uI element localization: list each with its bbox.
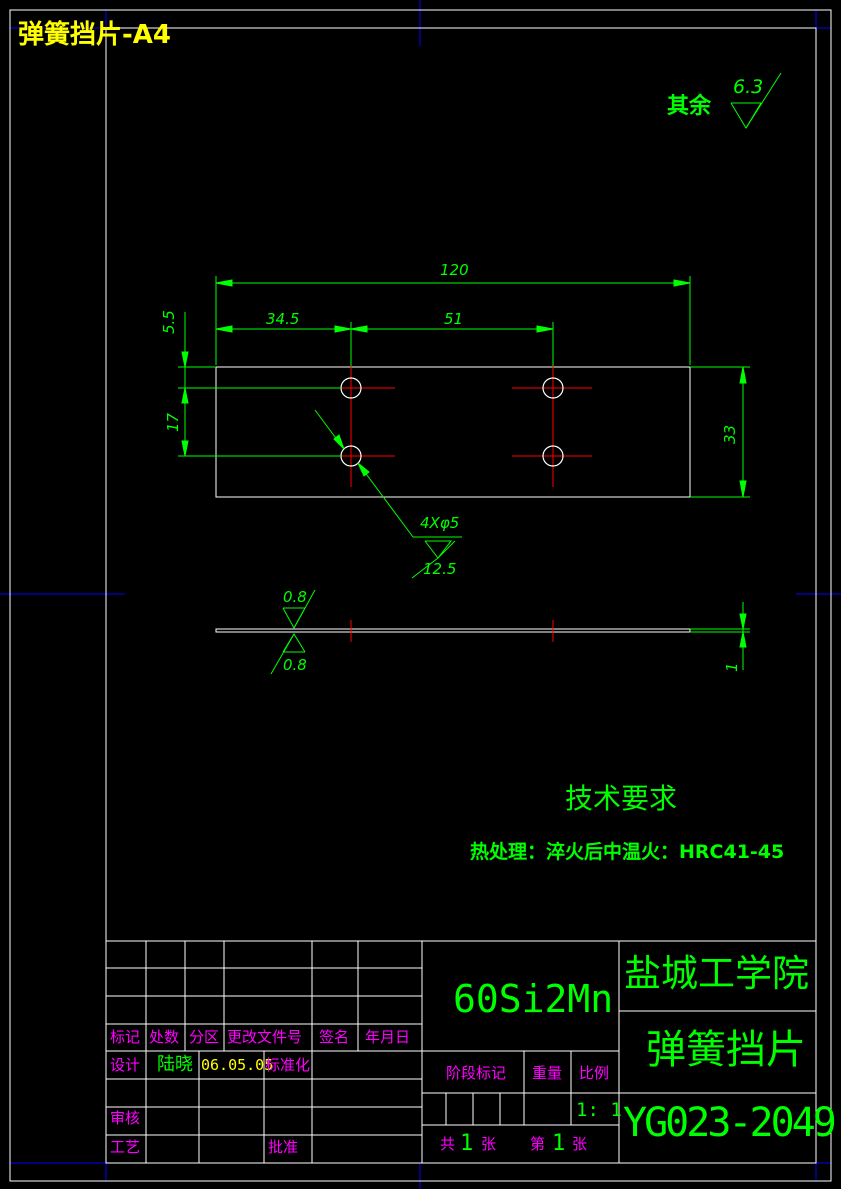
tb-drawing-number: YG023-2049 <box>623 1100 837 1146</box>
sheet-border <box>9 9 832 1182</box>
tb-header-zone: 分区 <box>189 1028 220 1046</box>
tb-weight: 重量 <box>532 1064 563 1082</box>
hole-roughness: 12.5 <box>423 560 457 578</box>
tb-header-change-doc: 更改文件号 <box>227 1028 303 1046</box>
surface-finish-label: 其余 <box>667 94 712 119</box>
tb-sheet-unit: 张 <box>572 1135 588 1153</box>
tb-part-name: 弹簧挡片 <box>646 1027 806 1073</box>
part-outline <box>215 366 691 498</box>
dimension-lines <box>178 276 750 579</box>
tb-sheet-label: 第 <box>530 1135 546 1153</box>
tb-sheet-num: 1 <box>552 1131 566 1156</box>
title-block-grid <box>105 940 817 1164</box>
tb-approve: 批准 <box>268 1138 299 1156</box>
hole-centerlines <box>314 366 592 487</box>
tb-total-count: 1 <box>460 1131 474 1156</box>
tb-total-label: 共 <box>440 1135 456 1153</box>
dim-hole-offset: 34.5 <box>266 310 300 328</box>
tb-header-sign: 签名 <box>319 1028 350 1046</box>
holes <box>340 377 564 467</box>
tb-stage-mark: 阶段标记 <box>446 1064 507 1082</box>
side-view <box>215 589 750 675</box>
tb-material: 60Si2Mn <box>453 977 614 1021</box>
face-roughness-bottom: 0.8 <box>283 656 307 674</box>
tb-scale: 1: 1 <box>576 1099 622 1121</box>
tb-scale-label: 比例 <box>579 1064 610 1082</box>
dim-overall-length: 120 <box>440 261 469 279</box>
tb-designer: 陆晓 <box>157 1054 193 1075</box>
tech-req-heading: 技术要求 <box>565 782 678 815</box>
tb-header-mark: 标记 <box>110 1028 141 1046</box>
dim-hole-pitch: 51 <box>444 310 464 328</box>
plan-view <box>178 276 750 579</box>
tb-header-date: 年月日 <box>365 1028 411 1046</box>
tb-date: 06.05.05 <box>201 1056 274 1074</box>
dim-hole-spacing: 17 <box>164 412 182 432</box>
tech-req-line: 热处理：淬火后中温火：HRC41-45 <box>470 841 785 863</box>
dim-width: 33 <box>721 424 739 444</box>
surface-finish-value: 6.3 <box>733 76 764 98</box>
dim-thickness: 1 <box>723 662 741 672</box>
tb-review: 审核 <box>110 1109 141 1127</box>
tb-total-unit: 张 <box>481 1135 497 1153</box>
tb-process: 工艺 <box>110 1138 141 1156</box>
tb-standardization: 标准化 <box>265 1056 311 1074</box>
tb-design-label: 设计 <box>110 1056 141 1074</box>
tb-header-count: 处数 <box>149 1028 180 1046</box>
roughness-symbol <box>730 72 782 129</box>
sheet-title: 弹簧挡片-A4 <box>18 20 172 50</box>
hole-callout: 4Xφ5 <box>420 514 460 532</box>
tb-school: 盐城工学院 <box>624 952 809 995</box>
dim-top-edge: 5.5 <box>160 310 178 334</box>
face-roughness-top: 0.8 <box>283 588 307 606</box>
